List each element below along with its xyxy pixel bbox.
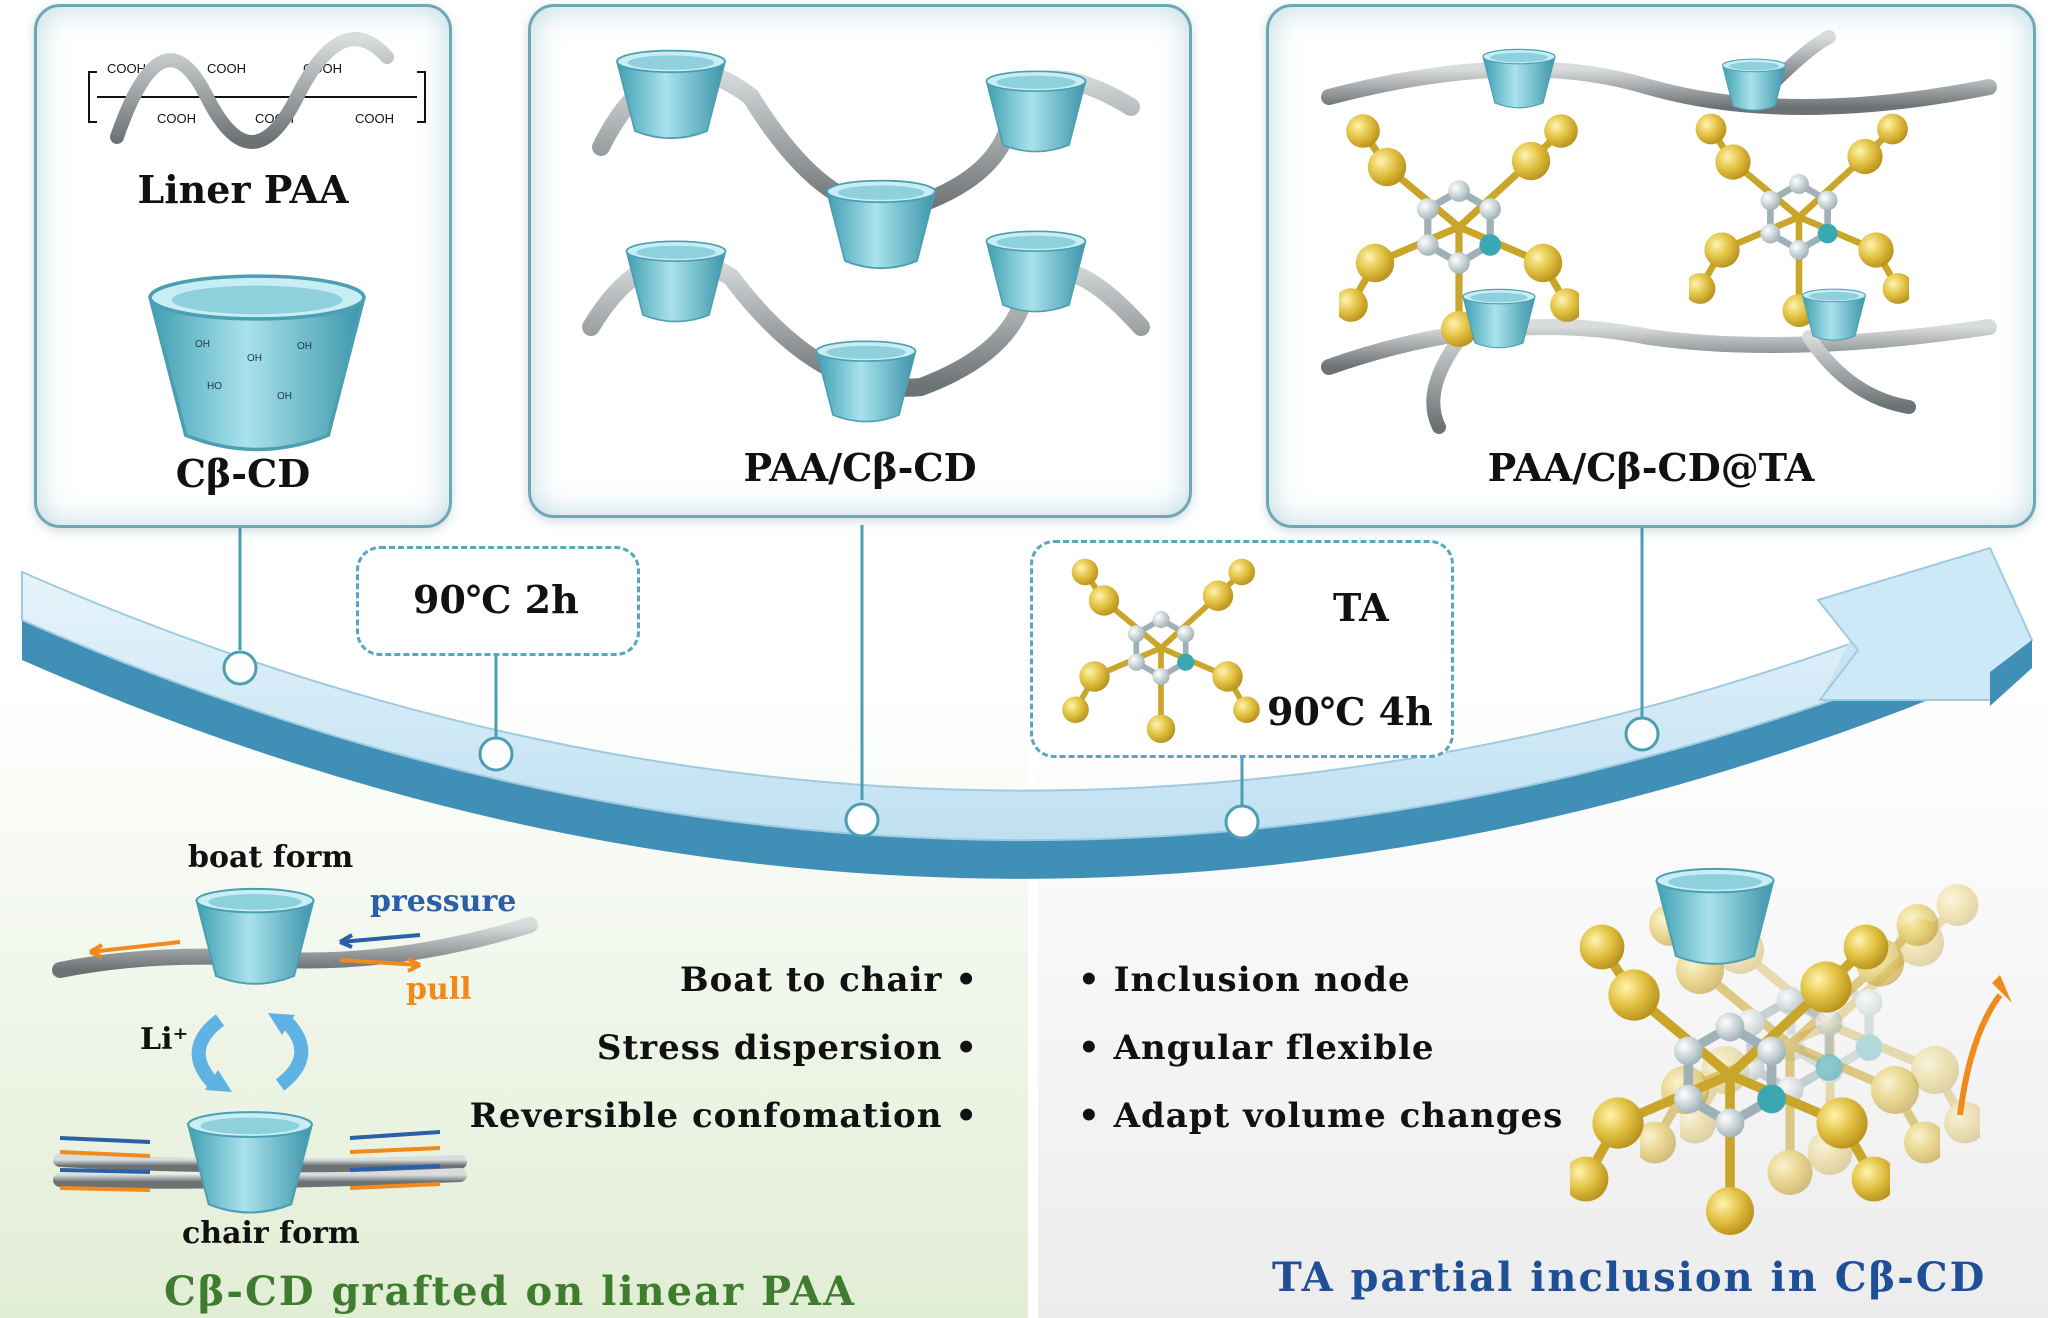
ta-inclusion-illustration: [1530, 867, 2012, 1255]
step-box-1: 90℃ 2h: [356, 546, 640, 656]
chair-form-label: chair form: [182, 1216, 360, 1251]
left-feature-1: Boat to chair •: [679, 960, 978, 1000]
svg-text:COOH: COOH: [107, 61, 146, 76]
card-paa-cd-ta: PAA/Cβ-CD@TA: [1266, 4, 2036, 528]
card-title-paa: Liner PAA: [137, 167, 349, 212]
right-caption: TA partial inclusion in Cβ-CD: [1272, 1254, 1987, 1301]
node-2: [478, 736, 514, 772]
right-feature-1: • Inclusion node: [1078, 960, 1411, 1000]
step2-reagent: TA: [1333, 585, 1389, 630]
tannic-acid-molecule-icon: [1061, 553, 1261, 743]
svg-text:OH: OH: [297, 341, 312, 352]
boat-form-label: boat form: [188, 840, 354, 875]
left-feature-3: Reversible confomation •: [469, 1096, 978, 1136]
left-feature-2: Stress dispersion •: [596, 1028, 978, 1068]
node-4: [1224, 804, 1260, 840]
svg-text:COOH: COOH: [355, 111, 394, 126]
svg-text:COOH: COOH: [157, 111, 196, 126]
grafted-chain-illustration: [582, 49, 1150, 423]
right-feature-2: • Angular flexible: [1078, 1028, 1435, 1068]
cycle-arrows-icon: [191, 1013, 309, 1092]
svg-text:COOH: COOH: [207, 61, 246, 76]
svg-text:HO: HO: [207, 381, 222, 392]
boat-chair-illustration: [52, 887, 538, 1214]
panel-divider: [1032, 930, 1035, 1318]
card-paa-cd: PAA/Cβ-CD: [528, 4, 1192, 518]
up-arrow-icon: [1957, 975, 2012, 1116]
node-3: [844, 802, 880, 838]
step-box-2: TA 90℃ 4h: [1030, 540, 1454, 758]
pull-label: pull: [406, 972, 472, 1007]
left-caption: Cβ-CD grafted on linear PAA: [164, 1268, 857, 1315]
card-title-cd: Cβ-CD: [175, 451, 311, 496]
card-title-paa-cd: PAA/Cβ-CD: [743, 445, 977, 490]
right-feature-3: • Adapt volume changes: [1078, 1096, 1564, 1136]
svg-text:OH: OH: [247, 353, 262, 364]
card-title-paa-cd-ta: PAA/Cβ-CD@TA: [1487, 445, 1815, 490]
pressure-label: pressure: [370, 884, 517, 919]
node-1: [222, 650, 258, 686]
node-5: [1624, 716, 1660, 752]
li-label: Li⁺: [140, 1022, 189, 1057]
svg-text:OH: OH: [277, 391, 292, 402]
network-illustration: [1321, 30, 1997, 434]
svg-text:OH: OH: [195, 339, 210, 350]
step2-condition: 90℃ 4h: [1267, 689, 1433, 734]
step1-condition: 90℃ 2h: [413, 577, 579, 622]
cyclodextrin-cone-icon: OH OH OH HO OH: [148, 274, 366, 452]
